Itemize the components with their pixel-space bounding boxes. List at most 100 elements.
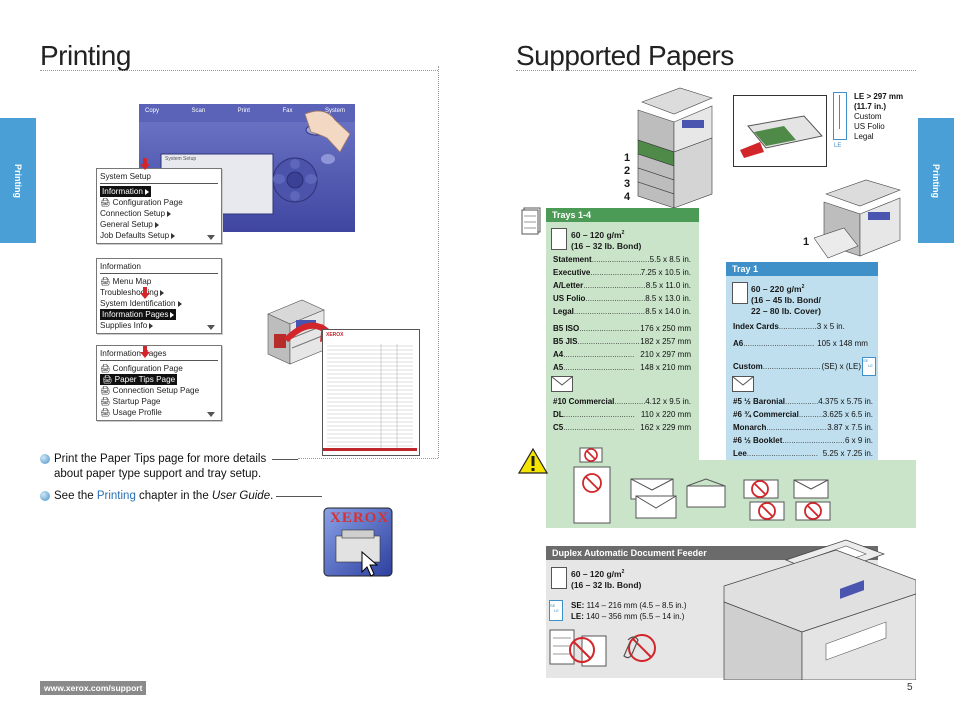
envelope-icon bbox=[551, 376, 573, 392]
page-number: 5 bbox=[907, 682, 913, 693]
unsupported-envelope-icon bbox=[793, 479, 831, 521]
title-rule bbox=[516, 70, 916, 71]
envelopes-window-icon bbox=[630, 478, 677, 519]
tray-1-card-sizes: Index Cards.............................… bbox=[733, 320, 873, 333]
tray-detail-image bbox=[733, 95, 827, 167]
tray-1-envelopes: #5 ½ Baronial...........................… bbox=[733, 395, 873, 460]
menu-item-system-identification[interactable]: System Identification bbox=[97, 298, 221, 309]
adf-unsupported-icons bbox=[549, 629, 656, 667]
le-label: LE bbox=[554, 608, 559, 613]
envelope-icon bbox=[732, 376, 754, 392]
le-label: LE bbox=[868, 363, 873, 368]
panel-fax-button[interactable]: Fax bbox=[282, 108, 293, 114]
paper-stack-icon bbox=[521, 207, 541, 235]
adf-size-icon: SE LE bbox=[549, 600, 563, 621]
size-row-a-letter: A/Letter................................… bbox=[553, 281, 691, 290]
menu-item-connection-setup-page[interactable]: 🖨︎ Connection Setup Page bbox=[100, 386, 200, 395]
chevron-right-icon bbox=[171, 232, 176, 239]
tray-label-4: 4 bbox=[623, 191, 631, 203]
menu-item-configuration-page[interactable]: 🖨︎ Configuration Page bbox=[100, 364, 183, 373]
trays-1-4-metric-sizes: B5 ISO................................17… bbox=[553, 322, 691, 374]
panel-print-button[interactable]: Print bbox=[237, 108, 250, 114]
user-guide-title: User Guide bbox=[211, 490, 271, 502]
envelope-row-5-baronial: #5 ½ Baronial...........................… bbox=[733, 397, 873, 406]
se-label: SE bbox=[863, 358, 869, 363]
trays-1-4-header: Trays 1-4 bbox=[546, 208, 699, 222]
support-url[interactable]: www.xerox.com/support bbox=[40, 681, 147, 695]
side-tab-printing-right: Printing bbox=[918, 118, 954, 243]
page-icon: 🖨︎ bbox=[102, 375, 115, 384]
menu-item-startup-page[interactable]: 🖨︎ Startup Page bbox=[100, 397, 161, 406]
bullet-icon bbox=[40, 453, 50, 464]
menu-item-information-pages[interactable]: Information Pages bbox=[100, 309, 177, 320]
page-icon: 🖨︎ bbox=[100, 198, 113, 207]
menu-item-usage-profile[interactable]: 🖨︎ Usage Profile bbox=[100, 408, 162, 417]
panel-system-button[interactable]: System bbox=[324, 108, 345, 114]
chevron-right-icon bbox=[167, 210, 172, 217]
printing-chapter-link[interactable]: Printing bbox=[96, 490, 136, 502]
xerox-mini-logo: XEROX bbox=[326, 332, 344, 338]
chevron-right-icon bbox=[160, 289, 165, 296]
chevron-right-icon bbox=[170, 311, 175, 318]
document-feeder-icon bbox=[723, 539, 916, 680]
unsupported-paper-icon bbox=[573, 447, 611, 524]
xerox-logo: XEROX bbox=[330, 510, 390, 526]
page-icon: 🖨︎ bbox=[100, 277, 113, 286]
red-arrow-down-icon bbox=[140, 346, 150, 358]
printer-tray1-icon bbox=[814, 179, 901, 259]
tray1-number: 1 bbox=[803, 236, 810, 248]
red-arrow-down-icon bbox=[140, 158, 150, 170]
page-icon: 🖨︎ bbox=[100, 397, 113, 406]
panel-scan-button[interactable]: Scan bbox=[191, 108, 206, 114]
tray-number-labels: 1 2 3 4 bbox=[622, 152, 632, 204]
lcd-header: System Setup bbox=[100, 171, 218, 184]
size-row-us-folio: US Folio................................… bbox=[553, 294, 691, 303]
lcd-menu-information-pages: Information Pages 🖨︎ Configuration Page … bbox=[96, 345, 222, 421]
panel-screen-label: System Setup bbox=[165, 156, 197, 162]
lcd-menu-information: Information 🖨︎ Menu Map Troubleshooting … bbox=[96, 258, 222, 334]
page-title-printing: Printing bbox=[40, 40, 131, 71]
lcd-header: Information Pages bbox=[100, 348, 218, 361]
adf-header: Duplex Automatic Document Feeder bbox=[546, 546, 878, 560]
scroll-down-icon bbox=[207, 412, 215, 417]
chevron-right-icon bbox=[149, 322, 154, 329]
size-row-a4: A4................................210 x … bbox=[553, 350, 691, 359]
page-lines-graphic bbox=[323, 344, 417, 451]
panel-copy-button[interactable]: Copy bbox=[145, 108, 160, 114]
menu-item-paper-tips-page[interactable]: 🖨︎ Paper Tips Page bbox=[100, 374, 178, 385]
scroll-down-icon bbox=[207, 325, 215, 330]
menu-item-connection-setup[interactable]: Connection Setup bbox=[97, 208, 221, 219]
size-row-a5: A5................................148 x … bbox=[553, 363, 691, 372]
tray-1-header: Tray 1 bbox=[726, 262, 878, 276]
menu-item-job-defaults-setup[interactable]: Job Defaults Setup bbox=[97, 230, 221, 241]
chevron-right-icon bbox=[177, 300, 182, 307]
paper-tips-instruction: Print the Paper Tips page for more detai… bbox=[40, 452, 266, 482]
le-icon-label: LE bbox=[834, 143, 842, 149]
user-guide-reference: See the Printing chapter in the User Gui… bbox=[40, 490, 273, 502]
lcd-header: Information bbox=[100, 261, 218, 274]
trays-1-4-weight: 60 – 120 g/m2 (16 – 32 lb. Bond) bbox=[571, 229, 642, 251]
size-row-b5-jis: B5 JIS................................18… bbox=[553, 337, 691, 346]
tray-1-panel bbox=[726, 262, 878, 460]
paper-sheet-icon bbox=[551, 567, 567, 589]
menu-item-configuration-page[interactable]: 🖨︎ Configuration Page bbox=[100, 198, 183, 207]
envelope-row-lee: Lee................................5.25 … bbox=[733, 449, 873, 458]
warning-icon bbox=[518, 448, 548, 474]
trays-1-4-inch-sizes: Statement...............................… bbox=[553, 253, 691, 318]
envelope-row-c5: C5................................162 x … bbox=[553, 423, 691, 432]
scroll-down-icon bbox=[207, 235, 215, 240]
menu-item-menu-map[interactable]: 🖨︎ Menu Map bbox=[100, 277, 152, 286]
custom-size-icon: SE LE bbox=[862, 357, 876, 376]
menu-item-general-setup[interactable]: General Setup bbox=[97, 219, 221, 230]
envelope-row-dl: DL................................110 x … bbox=[553, 410, 691, 419]
menu-item-information[interactable]: Information bbox=[100, 186, 151, 197]
size-row-executive: Executive...............................… bbox=[553, 268, 691, 277]
envelope-row-6-booklet: #6 ½ Booklet............................… bbox=[733, 436, 873, 445]
le-paper-icon: LE bbox=[833, 92, 847, 149]
vertical-rule bbox=[438, 66, 439, 458]
envelope-row-monarch: Monarch................................3… bbox=[733, 423, 873, 432]
envelope-open-flap-icon bbox=[686, 478, 726, 508]
menu-item-supplies-info[interactable]: Supplies Info bbox=[97, 320, 221, 331]
red-arrow-down-icon bbox=[140, 287, 150, 299]
menu-item-troubleshooting[interactable]: Troubleshooting bbox=[97, 287, 221, 298]
